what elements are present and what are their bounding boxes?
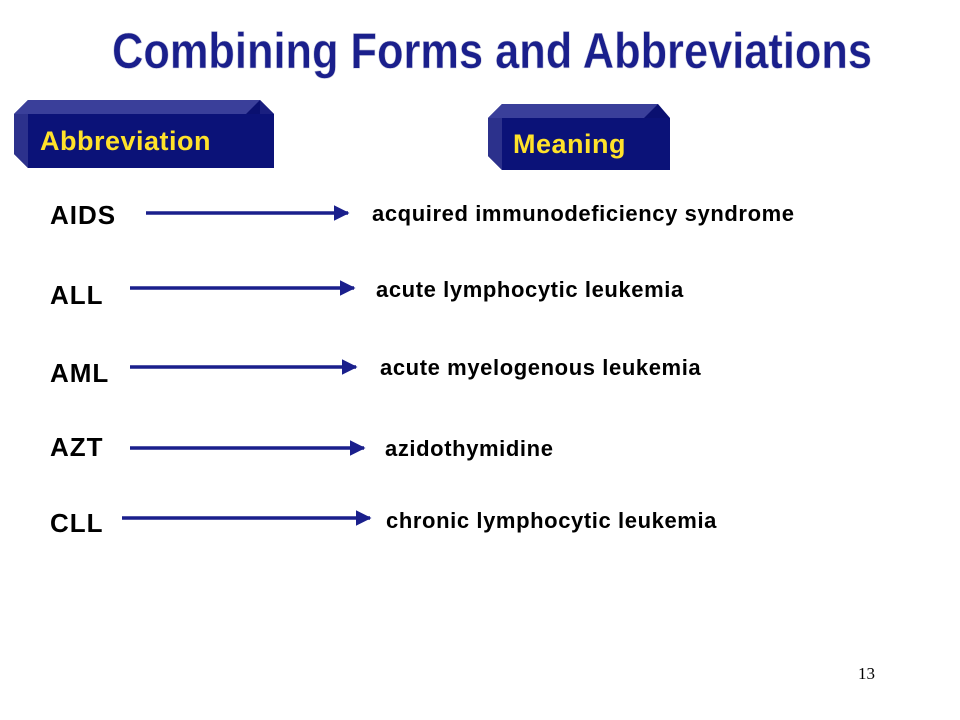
abbreviation-aml: AML xyxy=(50,358,110,388)
meaning-azt: azidothymidine xyxy=(385,436,554,461)
meaning-cll: chronic lymphocytic leukemia xyxy=(386,508,718,533)
meaning-header: Meaning xyxy=(488,104,672,170)
abbreviation-aids: AIDS xyxy=(50,200,117,230)
meaning-header-label: Meaning xyxy=(513,129,627,159)
meaning-all: acute lymphocytic leukemia xyxy=(376,277,684,302)
abbreviation-all: ALL xyxy=(50,280,104,310)
meaning-aids: acquired immunodeficiency syndrome xyxy=(372,201,795,226)
page-number: 13 xyxy=(858,664,875,683)
abbreviation-azt: AZT xyxy=(50,432,104,462)
meaning-aml: acute myelogenous leukemia xyxy=(380,355,702,380)
abbreviation-header: Abbreviation xyxy=(14,100,276,168)
slide-title: Combining Forms and Abbreviations xyxy=(112,23,873,80)
abbreviation-header-label: Abbreviation xyxy=(40,126,212,156)
abbreviation-cll: CLL xyxy=(50,508,104,538)
slide-title-text: Combining Forms and Abbreviations xyxy=(112,23,872,79)
